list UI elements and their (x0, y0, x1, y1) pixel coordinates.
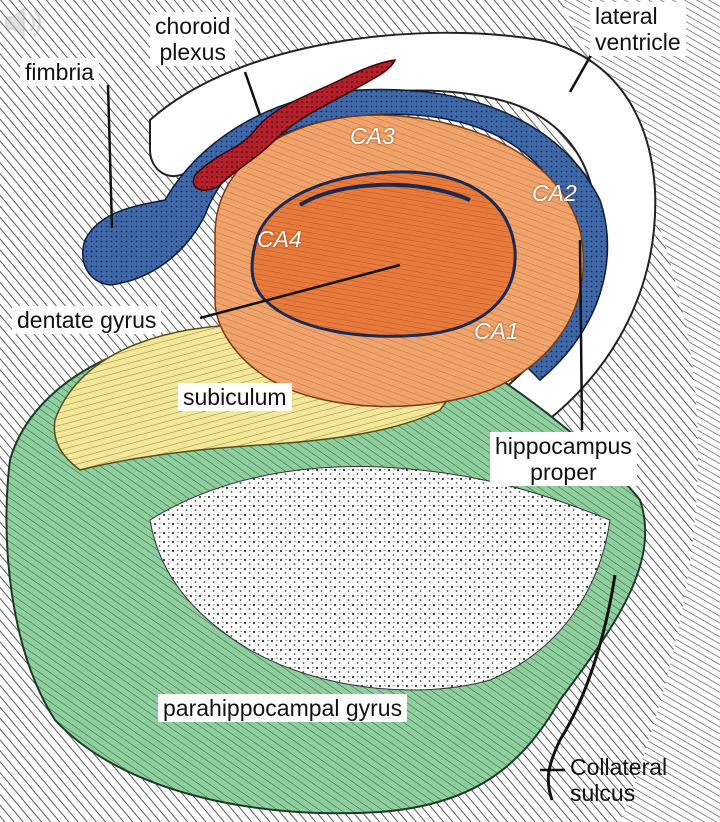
ca1-label: CA1 (474, 318, 519, 344)
dentate-gyrus-region (250, 170, 517, 338)
leader-hippocampus-proper (578, 239, 584, 431)
leader-dentate-gyrus (199, 263, 401, 320)
leader-fimbria (106, 84, 114, 229)
speaker-icon[interactable] (0, 0, 46, 46)
ca3-label: CA3 (350, 123, 395, 149)
subiculum-label: subiculum (178, 383, 292, 411)
collateral-sulcus-label: Collateral sulcus (570, 754, 667, 806)
lateral-ventricle-line1: lateral (595, 3, 658, 29)
leader-choroid-plexus (243, 71, 262, 116)
ca2-label: CA2 (532, 180, 577, 206)
ca4-label: CA4 (257, 226, 302, 252)
collateral-sulcus-line (546, 574, 617, 801)
granule-layer (298, 182, 471, 207)
choroid-plexus-line2: plexus (159, 39, 226, 65)
collateral-sulcus-line1: Collateral (570, 754, 668, 780)
lateral-ventricle-line2: ventricle (595, 29, 681, 55)
hippocampus-proper-line2: proper (530, 459, 597, 485)
dentate-gyrus-label: dentate gyrus (12, 306, 162, 334)
collateral-sulcus-line2: sulcus (570, 780, 636, 806)
choroid-plexus-label: choroid plexus (150, 12, 236, 66)
right-tissue (560, 0, 720, 822)
hippocampus-proper-line1: hippocampus (495, 433, 632, 459)
hippocampus-proper-label: hippocampus proper (490, 432, 637, 486)
choroid-plexus-line1: choroid (155, 13, 231, 39)
fimbria-label: fimbria (20, 58, 100, 86)
lateral-ventricle-label: lateral ventricle (590, 2, 686, 56)
white-matter (149, 466, 611, 691)
parahippocampal-gyrus-label: parahippocampal gyrus (158, 694, 408, 722)
choroid-plexus-region (192, 59, 397, 191)
